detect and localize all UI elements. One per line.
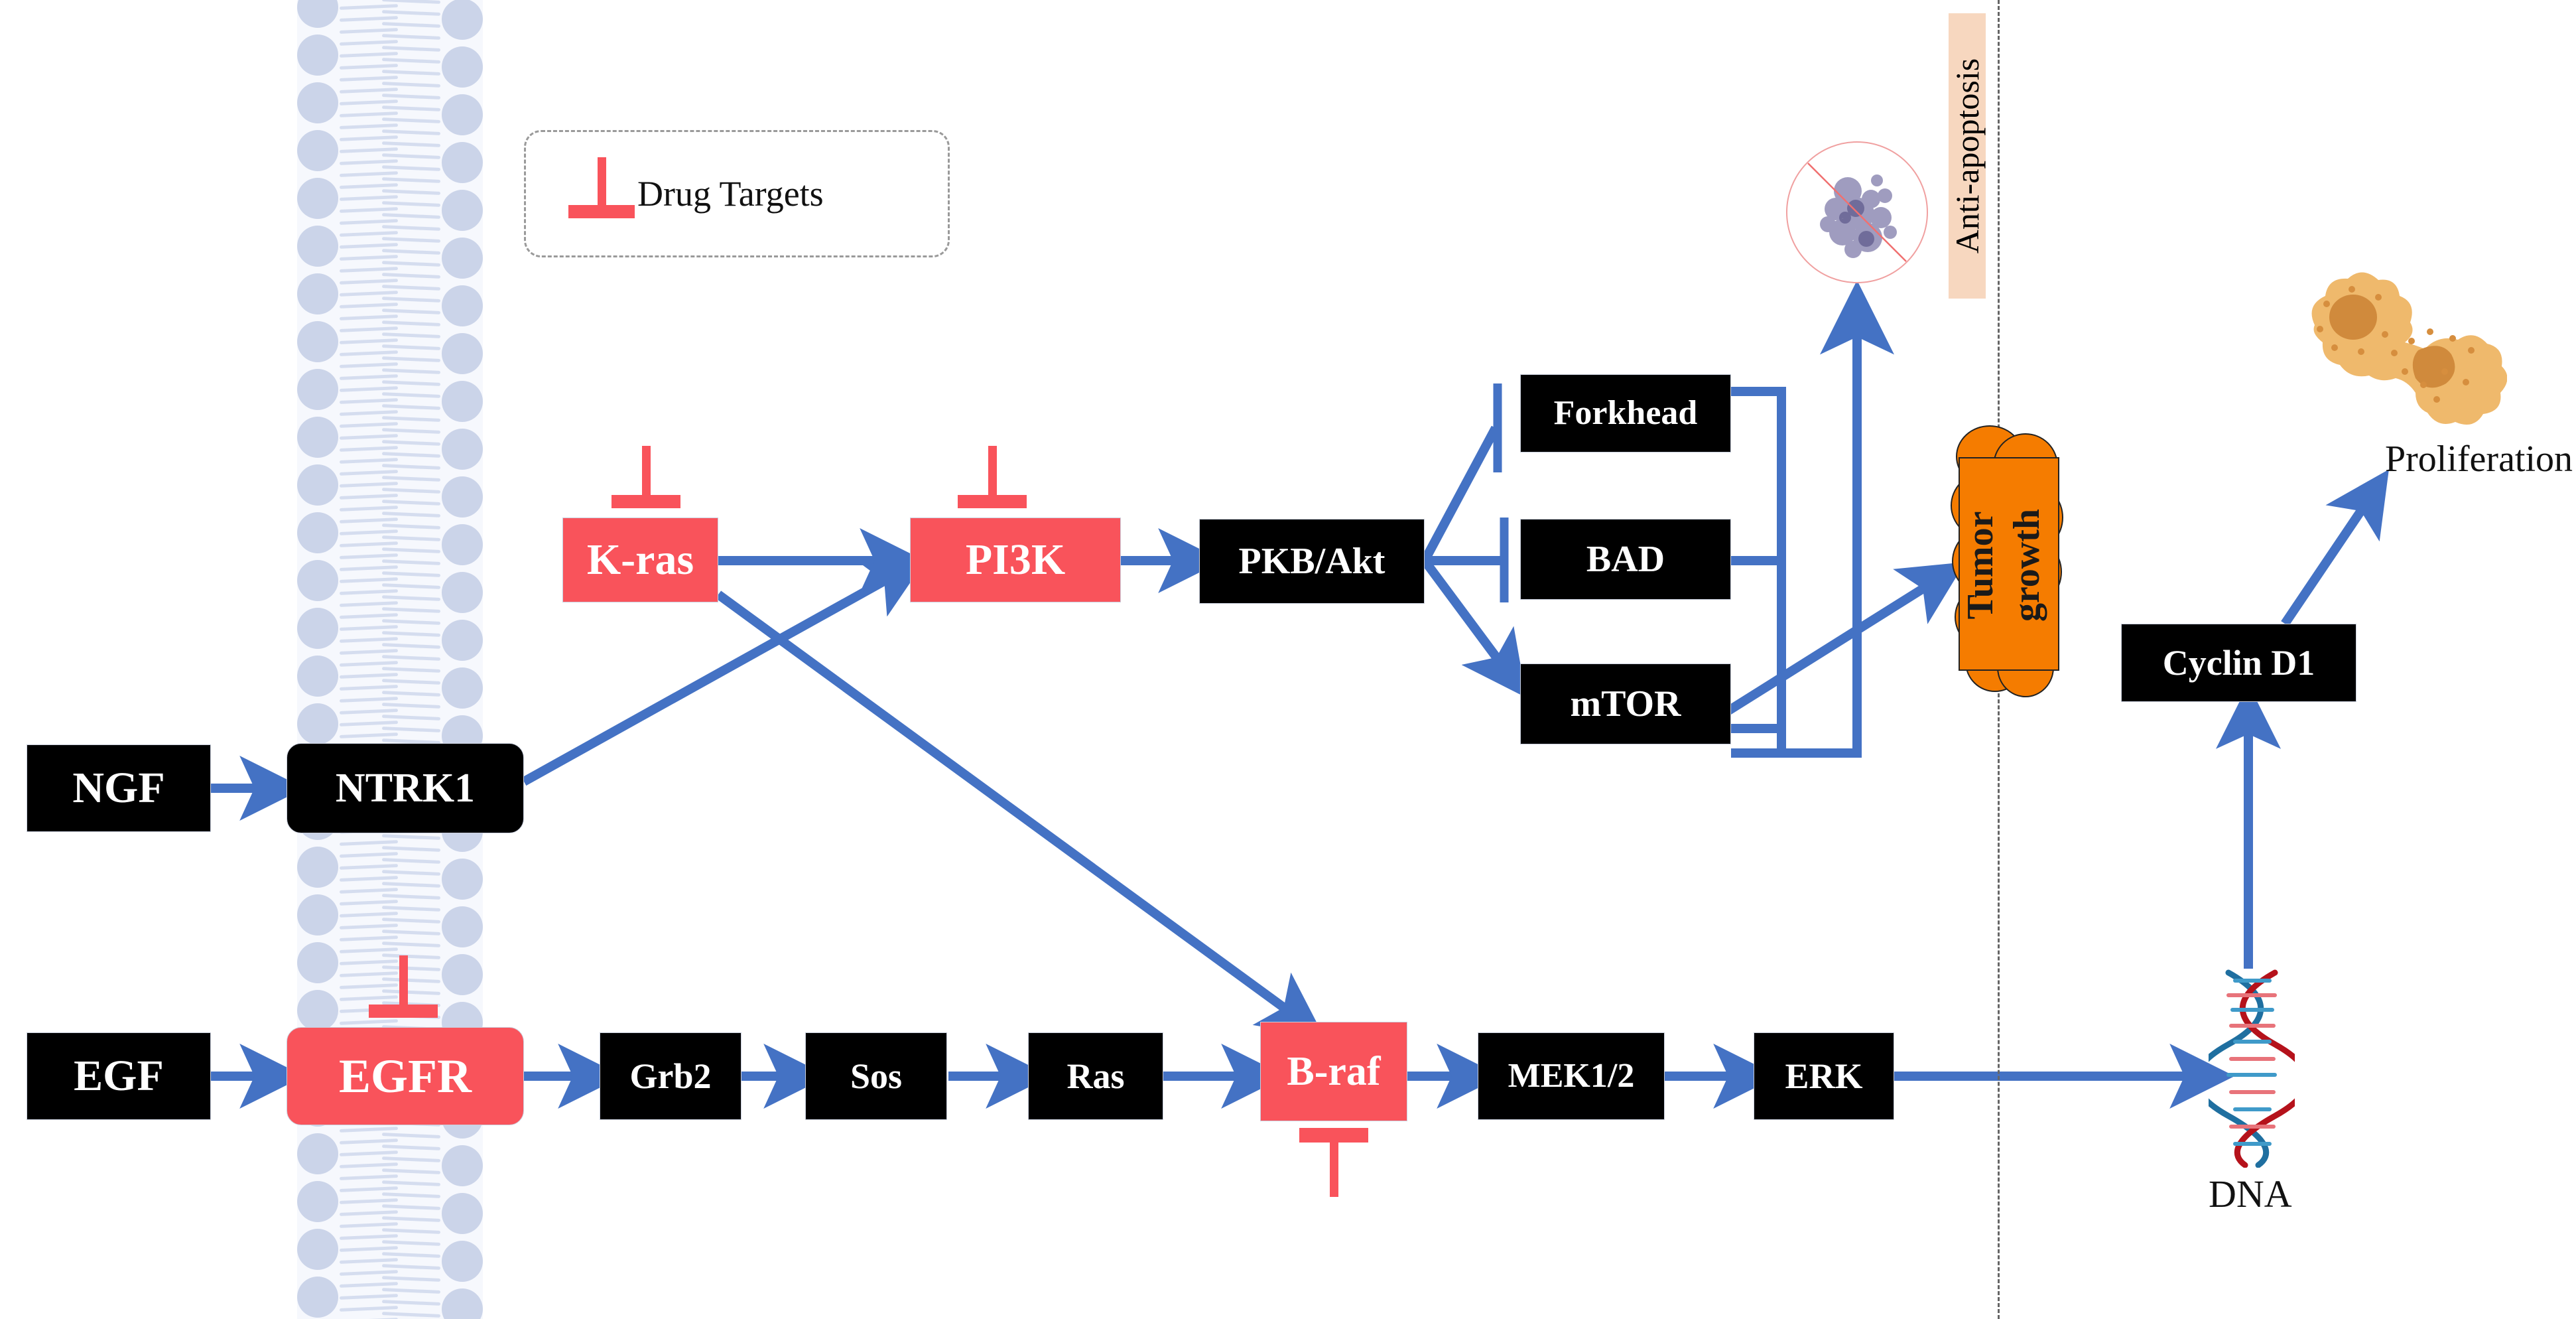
tumor-growth-line1: Tumor [1960,511,2001,620]
node-label: Cyclin D1 [2162,643,2315,683]
node-label: BAD [1586,539,1665,580]
node-label: NGF [72,764,165,812]
node-pkb-akt[interactable]: PKB/Akt [1199,519,1425,604]
node-label: Forkhead [1553,394,1698,432]
node-braf[interactable]: B-raf [1260,1022,1407,1121]
anti-apoptosis-text: Anti-apoptosis [1949,58,1986,254]
node-cyclin-d1[interactable]: Cyclin D1 [2121,624,2356,702]
node-label: EGFR [338,1050,472,1103]
node-label: mTOR [1570,683,1681,725]
node-ntrk1[interactable]: NTRK1 [287,743,524,833]
node-egf[interactable]: EGF [27,1032,211,1120]
node-ras[interactable]: Ras [1028,1032,1163,1120]
tumor-growth-icon: Tumor growth [1942,418,2075,703]
proliferating-cells-icon [2288,265,2508,431]
drug-target-marker-egfr [366,955,439,1028]
drug-target-marker-kras [609,446,682,519]
node-mtor[interactable]: mTOR [1520,663,1731,744]
legend-drug-targets: Drug Targets [524,130,950,257]
node-label: EGF [74,1052,164,1100]
node-label: ERK [1785,1056,1863,1096]
dna-helix-icon [2193,969,2311,1168]
legend-label: Drug Targets [637,174,824,214]
node-egfr[interactable]: EGFR [287,1027,524,1125]
node-label: K-ras [586,535,694,584]
node-erk[interactable]: ERK [1754,1032,1894,1120]
anti-apoptosis-label: Anti-apoptosis [1949,13,1986,299]
node-ngf[interactable]: NGF [27,744,211,832]
drug-target-marker-pi3k [955,446,1028,519]
node-pi3k[interactable]: PI3K [910,518,1121,602]
node-label: PKB/Akt [1238,541,1385,582]
inhibition-bar-icon [564,157,637,230]
node-label: MEK1/2 [1508,1057,1635,1095]
node-kras[interactable]: K-ras [562,518,718,602]
node-label: NTRK1 [335,766,476,811]
apoptotic-cell-icon [1784,139,1930,285]
node-label: Sos [850,1056,903,1096]
proliferation-label: Proliferation [2385,439,2573,480]
node-label: B-raf [1287,1049,1381,1094]
tumor-growth-line2: growth [2006,508,2047,622]
node-forkhead[interactable]: Forkhead [1520,374,1731,452]
node-label: Grb2 [629,1056,712,1096]
node-label: PI3K [965,535,1066,584]
node-grb2[interactable]: Grb2 [600,1032,741,1120]
dna-label: DNA [2209,1172,2292,1215]
node-bad[interactable]: BAD [1520,519,1731,600]
node-label: Ras [1066,1056,1125,1096]
node-mek12[interactable]: MEK1/2 [1478,1032,1665,1120]
node-sos[interactable]: Sos [805,1032,947,1120]
drug-target-marker-braf [1297,1128,1370,1201]
